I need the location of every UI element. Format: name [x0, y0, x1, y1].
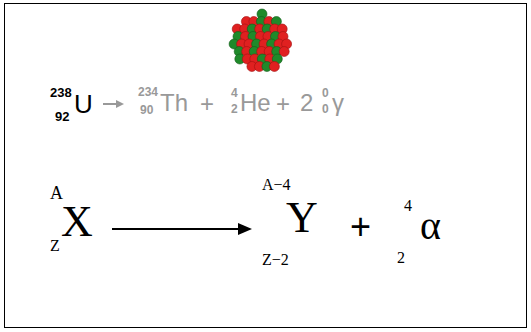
reaction-arrow — [103, 100, 124, 108]
plus-sign: + — [200, 92, 214, 116]
element-symbol: U — [74, 91, 93, 117]
plus-sign: + — [276, 92, 290, 116]
element-symbol: Y — [286, 196, 318, 240]
alpha-symbol: α — [420, 206, 441, 246]
element-symbol: He — [240, 91, 271, 115]
mass-number: A−4 — [262, 177, 291, 193]
mass-number: 0 — [322, 87, 329, 99]
general-arrow — [112, 223, 252, 235]
element-symbol: X — [61, 200, 93, 244]
atomic-number: 2 — [231, 103, 238, 115]
atomic-number: 0 — [322, 103, 329, 115]
frame-border — [5, 4, 527, 328]
element-symbol: Th — [160, 91, 188, 115]
mass-number: 234 — [138, 86, 158, 98]
mass-number: 238 — [50, 86, 72, 99]
proton — [269, 62, 279, 72]
plus-sign: + — [350, 209, 371, 245]
atomic-number: 2 — [397, 250, 405, 266]
atomic-number: Z−2 — [262, 252, 289, 268]
mass-number: 4 — [404, 198, 412, 214]
atomic-number: 90 — [140, 104, 153, 116]
mass-number: 4 — [231, 87, 238, 99]
atomic-number: Z — [50, 238, 60, 254]
nucleus-cluster — [229, 9, 292, 72]
coefficient: 2 — [300, 91, 313, 115]
atomic-number: 92 — [55, 110, 69, 123]
gamma-symbol: γ — [332, 91, 344, 115]
